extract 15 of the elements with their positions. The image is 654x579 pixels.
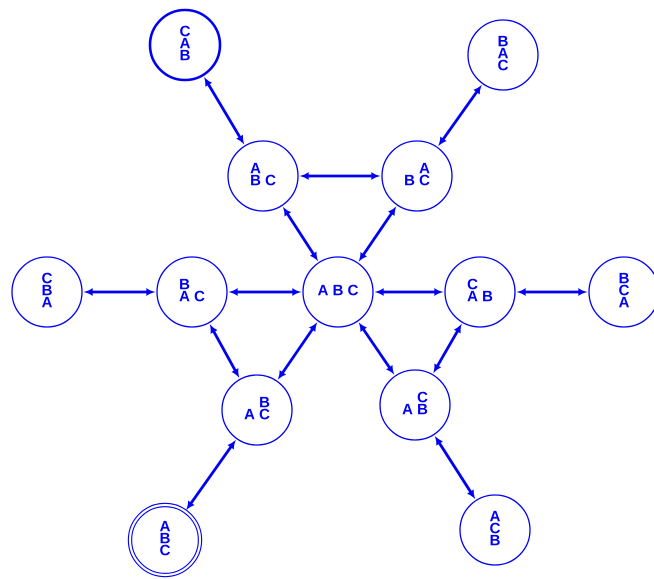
double-arrow: [518, 288, 586, 296]
double-arrow: [86, 288, 154, 296]
double-arrow: [376, 288, 442, 296]
double-arrow: [230, 288, 300, 296]
double-arrow: [439, 86, 481, 144]
double-arrow: [434, 326, 462, 372]
double-arrow: [360, 324, 394, 373]
double-arrow: [360, 208, 396, 260]
double-arrow: [284, 208, 318, 260]
double-arrow: [187, 442, 235, 508]
double-arrow: [204, 78, 244, 143]
double-arrow: [436, 438, 474, 498]
double-arrow: [278, 324, 316, 378]
double-arrow: [302, 172, 378, 180]
double-arrow: [210, 326, 239, 376]
